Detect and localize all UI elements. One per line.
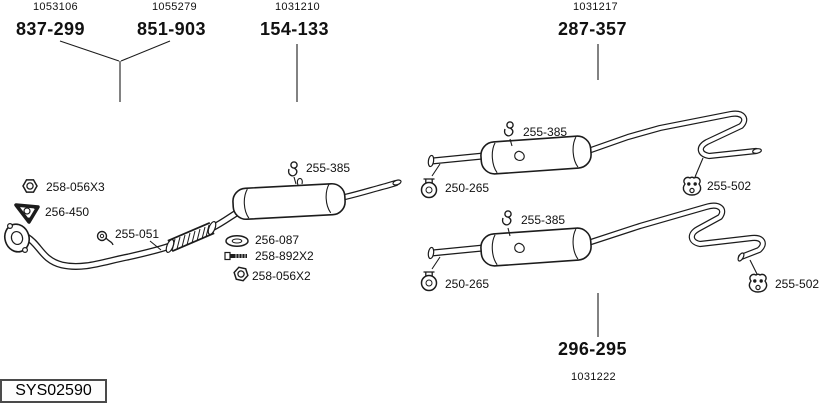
label-mid-bolt: 258-892X2	[255, 249, 314, 263]
label-mid-gasket: 256-087	[255, 233, 300, 247]
group-ref-851: 1055279	[152, 1, 197, 13]
hanger-icon-front	[96, 230, 114, 246]
leader-rear-upper-hanger	[509, 138, 513, 147]
group-part-154: 154-133	[260, 19, 329, 39]
label-rear-upper-clamp: 250-265	[445, 181, 490, 195]
system-code-box: SYS02590	[0, 379, 107, 403]
label-rear-upper-hanger: 255-385	[523, 125, 568, 139]
rear-upper-assembly-drawing	[427, 110, 762, 175]
label-front-gasket: 256-450	[45, 205, 90, 219]
leader-rear-lower-hanger	[507, 227, 511, 237]
label-rear-upper-mount: 255-502	[707, 179, 752, 193]
group-connector-lines	[59, 40, 599, 337]
group-part-851: 851-903	[137, 19, 206, 39]
leader-mid-hanger	[293, 176, 297, 185]
label-mid-hanger: 255-385	[306, 161, 351, 175]
hanger-icon-rear-upper	[503, 121, 514, 137]
nut-icon-mid	[232, 265, 250, 283]
group-part-837: 837-299	[16, 19, 85, 39]
label-mid-nut: 258-056X2	[252, 269, 311, 283]
flex-pipe-drawing	[165, 220, 217, 254]
muffler-hook	[296, 177, 303, 186]
front-pipe-drawing	[3, 208, 242, 270]
clamp-icon-rear-lower	[420, 271, 438, 292]
label-front-nut: 258-056X3	[46, 180, 105, 194]
system-code-text: SYS02590	[15, 382, 92, 399]
bolt-icon	[224, 251, 247, 261]
mount-icon-rear-upper	[682, 176, 702, 196]
group-part-296: 296-295	[558, 339, 627, 359]
rear-lower-assembly-drawing	[427, 202, 766, 267]
middle-muffler-drawing	[232, 177, 402, 221]
mount-icon-rear-lower	[748, 273, 768, 293]
label-rear-lower-hanger: 255-385	[521, 213, 566, 227]
nut-icon-front	[22, 179, 38, 193]
leader-rear-lower-clamp	[431, 256, 441, 270]
hanger-icon-rear-lower	[501, 210, 512, 226]
clamp-icon-rear-upper	[420, 178, 438, 199]
group-ref-296: 1031222	[571, 371, 616, 383]
gasket-triangle-icon	[14, 203, 40, 224]
group-part-287: 287-357	[558, 19, 627, 39]
hanger-icon-mid	[287, 161, 298, 177]
leader-rear-lower-mount	[749, 259, 758, 275]
label-rear-lower-clamp: 250-265	[445, 277, 490, 291]
gasket-oval-icon	[225, 235, 249, 247]
leader-front-hanger	[149, 240, 162, 251]
label-rear-lower-mount: 255-502	[775, 277, 820, 291]
front-flange	[3, 223, 31, 254]
group-ref-154: 1031210	[275, 1, 320, 13]
leader-rear-upper-mount	[694, 157, 704, 178]
leader-rear-upper-clamp	[431, 163, 441, 177]
group-ref-287: 1031217	[573, 1, 618, 13]
group-ref-837: 1053106	[33, 1, 78, 13]
label-front-hanger: 255-051	[115, 227, 160, 241]
